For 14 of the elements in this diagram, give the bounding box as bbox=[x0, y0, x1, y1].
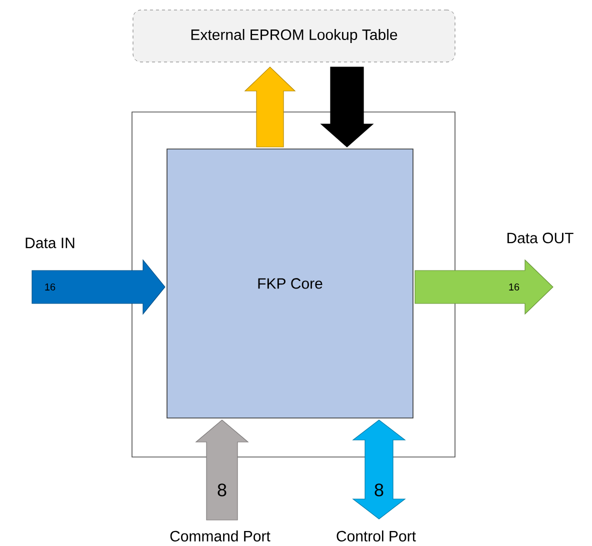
port-label: Data IN bbox=[26, 238, 74, 248]
eprom-box: External EPROM Lookup Table bbox=[132, 10, 456, 62]
block-arrow bbox=[352, 420, 406, 520]
block-arrow bbox=[320, 66, 374, 148]
block-arrow bbox=[414, 259, 554, 315]
port-label: Data OUT bbox=[507, 232, 574, 244]
block-arrow bbox=[195, 420, 249, 520]
core-box: FKP Core bbox=[166, 148, 414, 418]
edge-label: 8 bbox=[373, 482, 385, 498]
port-label: Command Port bbox=[170, 530, 270, 542]
block-arrow bbox=[32, 259, 166, 315]
edge-label: 8 bbox=[216, 482, 228, 498]
block-arrow bbox=[244, 66, 296, 148]
port-label: Control Port bbox=[336, 530, 416, 542]
